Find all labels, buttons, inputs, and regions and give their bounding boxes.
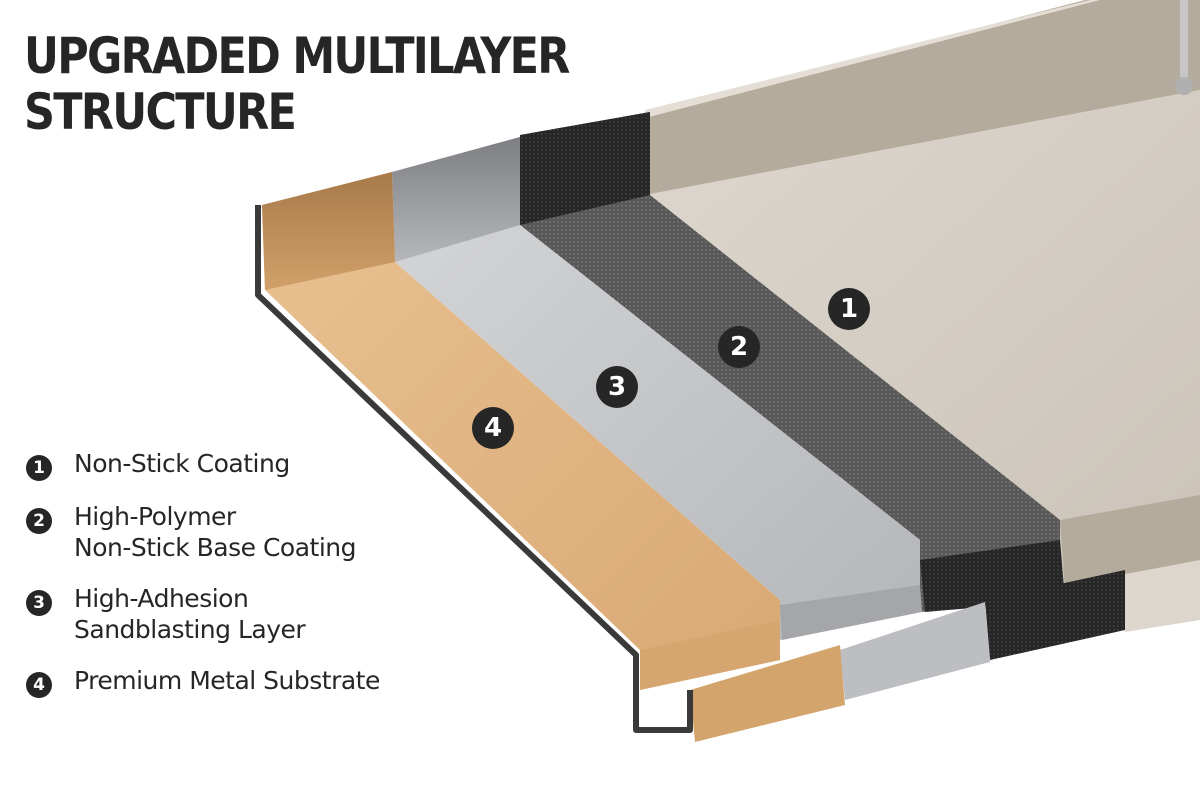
layer-metal-substrate — [255, 172, 845, 742]
number-1-badge-icon: 1 — [26, 455, 52, 481]
legend-label: Premium Metal Substrate — [74, 666, 380, 695]
legend-item-2: 2 High-Polymer Non-Stick Base Coating — [26, 501, 380, 563]
legend-label: High-Adhesion — [74, 584, 249, 613]
layer-polymer-base-coating — [520, 112, 1125, 660]
legend-label-line2: Sandblasting Layer — [74, 615, 306, 644]
layer-legend: 1 Non-Stick Coating 2 High-Polymer Non-S… — [26, 448, 380, 718]
legend-label-line2: Non-Stick Base Coating — [74, 533, 357, 562]
marker-2: 2 — [718, 326, 760, 368]
legend-item-4: 4 Premium Metal Substrate — [26, 665, 380, 698]
title-line-2: STRUCTURE — [24, 83, 297, 141]
layer-sandblasting — [392, 137, 990, 700]
number-2-badge-icon: 2 — [26, 508, 52, 534]
number-3-badge-icon: 3 — [26, 590, 52, 616]
number-4-badge-icon: 4 — [26, 672, 52, 698]
legend-label: Non-Stick Coating — [74, 449, 290, 478]
marker-4: 4 — [472, 407, 514, 449]
page-title: UPGRADED MULTILAYER STRUCTURE — [24, 27, 570, 141]
legend-item-3: 3 High-Adhesion Sandblasting Layer — [26, 583, 380, 645]
legend-label: High-Polymer — [74, 502, 236, 531]
title-line-1: UPGRADED MULTILAYER — [24, 27, 570, 85]
marker-1: 1 — [828, 288, 870, 330]
legend-item-1: 1 Non-Stick Coating — [26, 448, 380, 481]
layer-non-stick-coating — [645, 0, 1200, 632]
marker-3: 3 — [596, 366, 638, 408]
